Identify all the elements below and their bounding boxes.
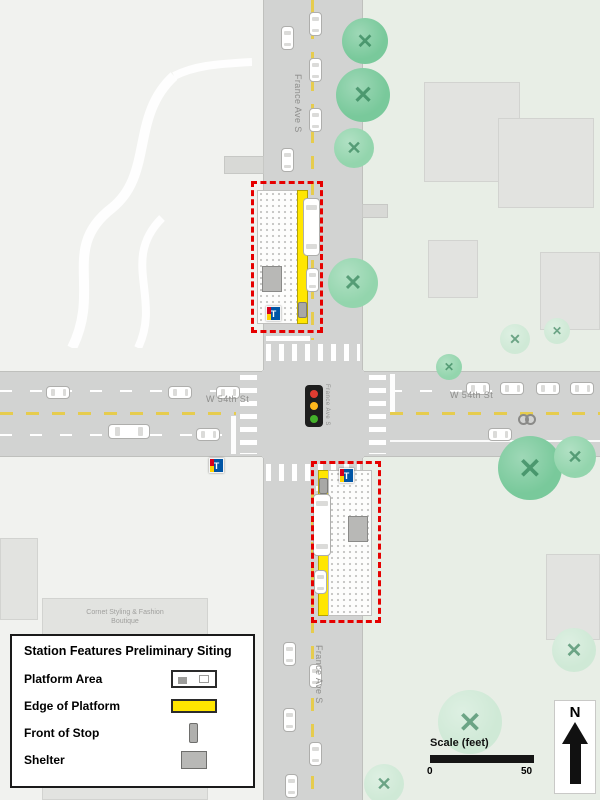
street-label-54th-west: W 54th St — [206, 394, 250, 404]
front-of-stop-icon — [189, 722, 198, 743]
tree-icon — [364, 764, 404, 800]
legend-label: Platform Area — [24, 671, 103, 686]
tree-icon — [498, 436, 562, 500]
centerline — [0, 412, 236, 415]
car-icon — [46, 386, 70, 399]
car-icon — [466, 382, 490, 395]
street-label-france-ave-north: France Ave S — [293, 74, 303, 133]
signal-red-light — [310, 389, 318, 398]
scale-max: 50 — [521, 766, 533, 777]
siting-highlight-south — [311, 461, 381, 623]
front-of-stop-south — [319, 478, 328, 494]
car-icon — [168, 386, 192, 399]
bus-icon — [108, 424, 150, 439]
scale-bar — [430, 755, 534, 763]
tree-icon — [438, 690, 502, 754]
street-label-france-ave-south: France Ave S — [314, 645, 324, 704]
transit-stop-marker: T — [266, 306, 281, 321]
lane-line — [0, 390, 236, 392]
driveway — [224, 156, 264, 174]
building — [540, 252, 600, 330]
car-icon — [283, 642, 296, 666]
signal-yellow-light — [310, 402, 318, 410]
legend: Station Features Preliminary Siting Plat… — [10, 634, 255, 788]
edge-of-platform-icon — [170, 698, 217, 713]
scale-label: Scale (feet) — [430, 737, 489, 749]
street-label-54th-east: W 54th St — [450, 390, 494, 400]
stop-line — [266, 336, 310, 341]
stop-line — [231, 416, 236, 454]
car-icon — [196, 428, 220, 441]
building — [498, 118, 594, 208]
signal-green-light — [310, 414, 318, 423]
tree-icon — [328, 258, 378, 308]
car-icon — [309, 58, 322, 82]
lane-line — [390, 390, 600, 392]
north-label: N — [569, 704, 581, 721]
legend-item-front-of-stop: Front of Stop — [24, 719, 241, 746]
signal-street-sign: France Ave S — [324, 384, 330, 426]
tree-icon — [334, 128, 374, 168]
crosswalk-west — [240, 375, 257, 454]
legend-item-edge-of-platform: Edge of Platform — [24, 692, 241, 719]
car-icon — [500, 382, 524, 395]
centerline — [311, 0, 314, 340]
edge-of-platform-north — [297, 190, 308, 324]
platform-area-icon — [170, 669, 217, 688]
centerline — [390, 412, 600, 415]
car-icon — [309, 12, 322, 36]
bus-icon — [303, 198, 320, 256]
car-icon — [306, 268, 319, 292]
transit-stop-marker: T — [339, 468, 354, 483]
transit-stop-marker: T — [209, 458, 224, 473]
crosswalk-north — [266, 344, 360, 361]
legend-label: Shelter — [24, 752, 65, 767]
car-icon — [488, 428, 512, 441]
tree-icon — [552, 628, 596, 672]
centerline — [311, 490, 314, 800]
legend-label: Edge of Platform — [24, 698, 121, 713]
car-icon — [283, 708, 296, 732]
scale-min: 0 — [427, 766, 433, 777]
front-of-stop-north — [298, 302, 307, 318]
shelter-north — [262, 266, 282, 292]
north-arrow: N — [554, 700, 596, 794]
walking-paths — [67, 58, 252, 348]
tree-icon — [436, 354, 462, 380]
tree-icon — [336, 68, 390, 122]
driveway — [362, 204, 388, 218]
legend-title: Station Features Preliminary Siting — [24, 644, 232, 658]
car-icon — [281, 148, 294, 172]
car-icon — [309, 108, 322, 132]
bike-lane-line — [390, 440, 600, 442]
car-icon — [216, 386, 240, 399]
building — [428, 240, 478, 298]
traffic-signal-icon — [305, 385, 323, 427]
business-label: Cornet Styling & Fashion Boutique — [86, 609, 164, 625]
siting-highlight-north — [251, 181, 323, 333]
car-icon — [285, 774, 298, 798]
legend-label: Front of Stop — [24, 725, 100, 740]
tree-icon — [544, 318, 570, 344]
legend-item-shelter: Shelter — [24, 746, 241, 773]
car-icon — [536, 382, 560, 395]
crosswalk-east — [369, 375, 386, 454]
car-icon — [309, 664, 322, 688]
bike-icon — [518, 414, 536, 425]
car-icon — [281, 26, 294, 50]
tree-icon — [554, 436, 596, 478]
north-arrow-stem — [569, 744, 581, 784]
stop-line — [390, 374, 395, 412]
car-icon — [570, 382, 594, 395]
legend-item-platform-area: Platform Area — [24, 665, 241, 692]
tree-icon — [342, 18, 388, 64]
shelter-south — [348, 516, 368, 542]
tree-icon — [500, 324, 530, 354]
north-arrow-head — [562, 722, 588, 744]
shelter-icon — [180, 750, 207, 769]
car-icon — [309, 742, 322, 766]
car-icon — [314, 570, 327, 594]
building — [0, 538, 38, 620]
